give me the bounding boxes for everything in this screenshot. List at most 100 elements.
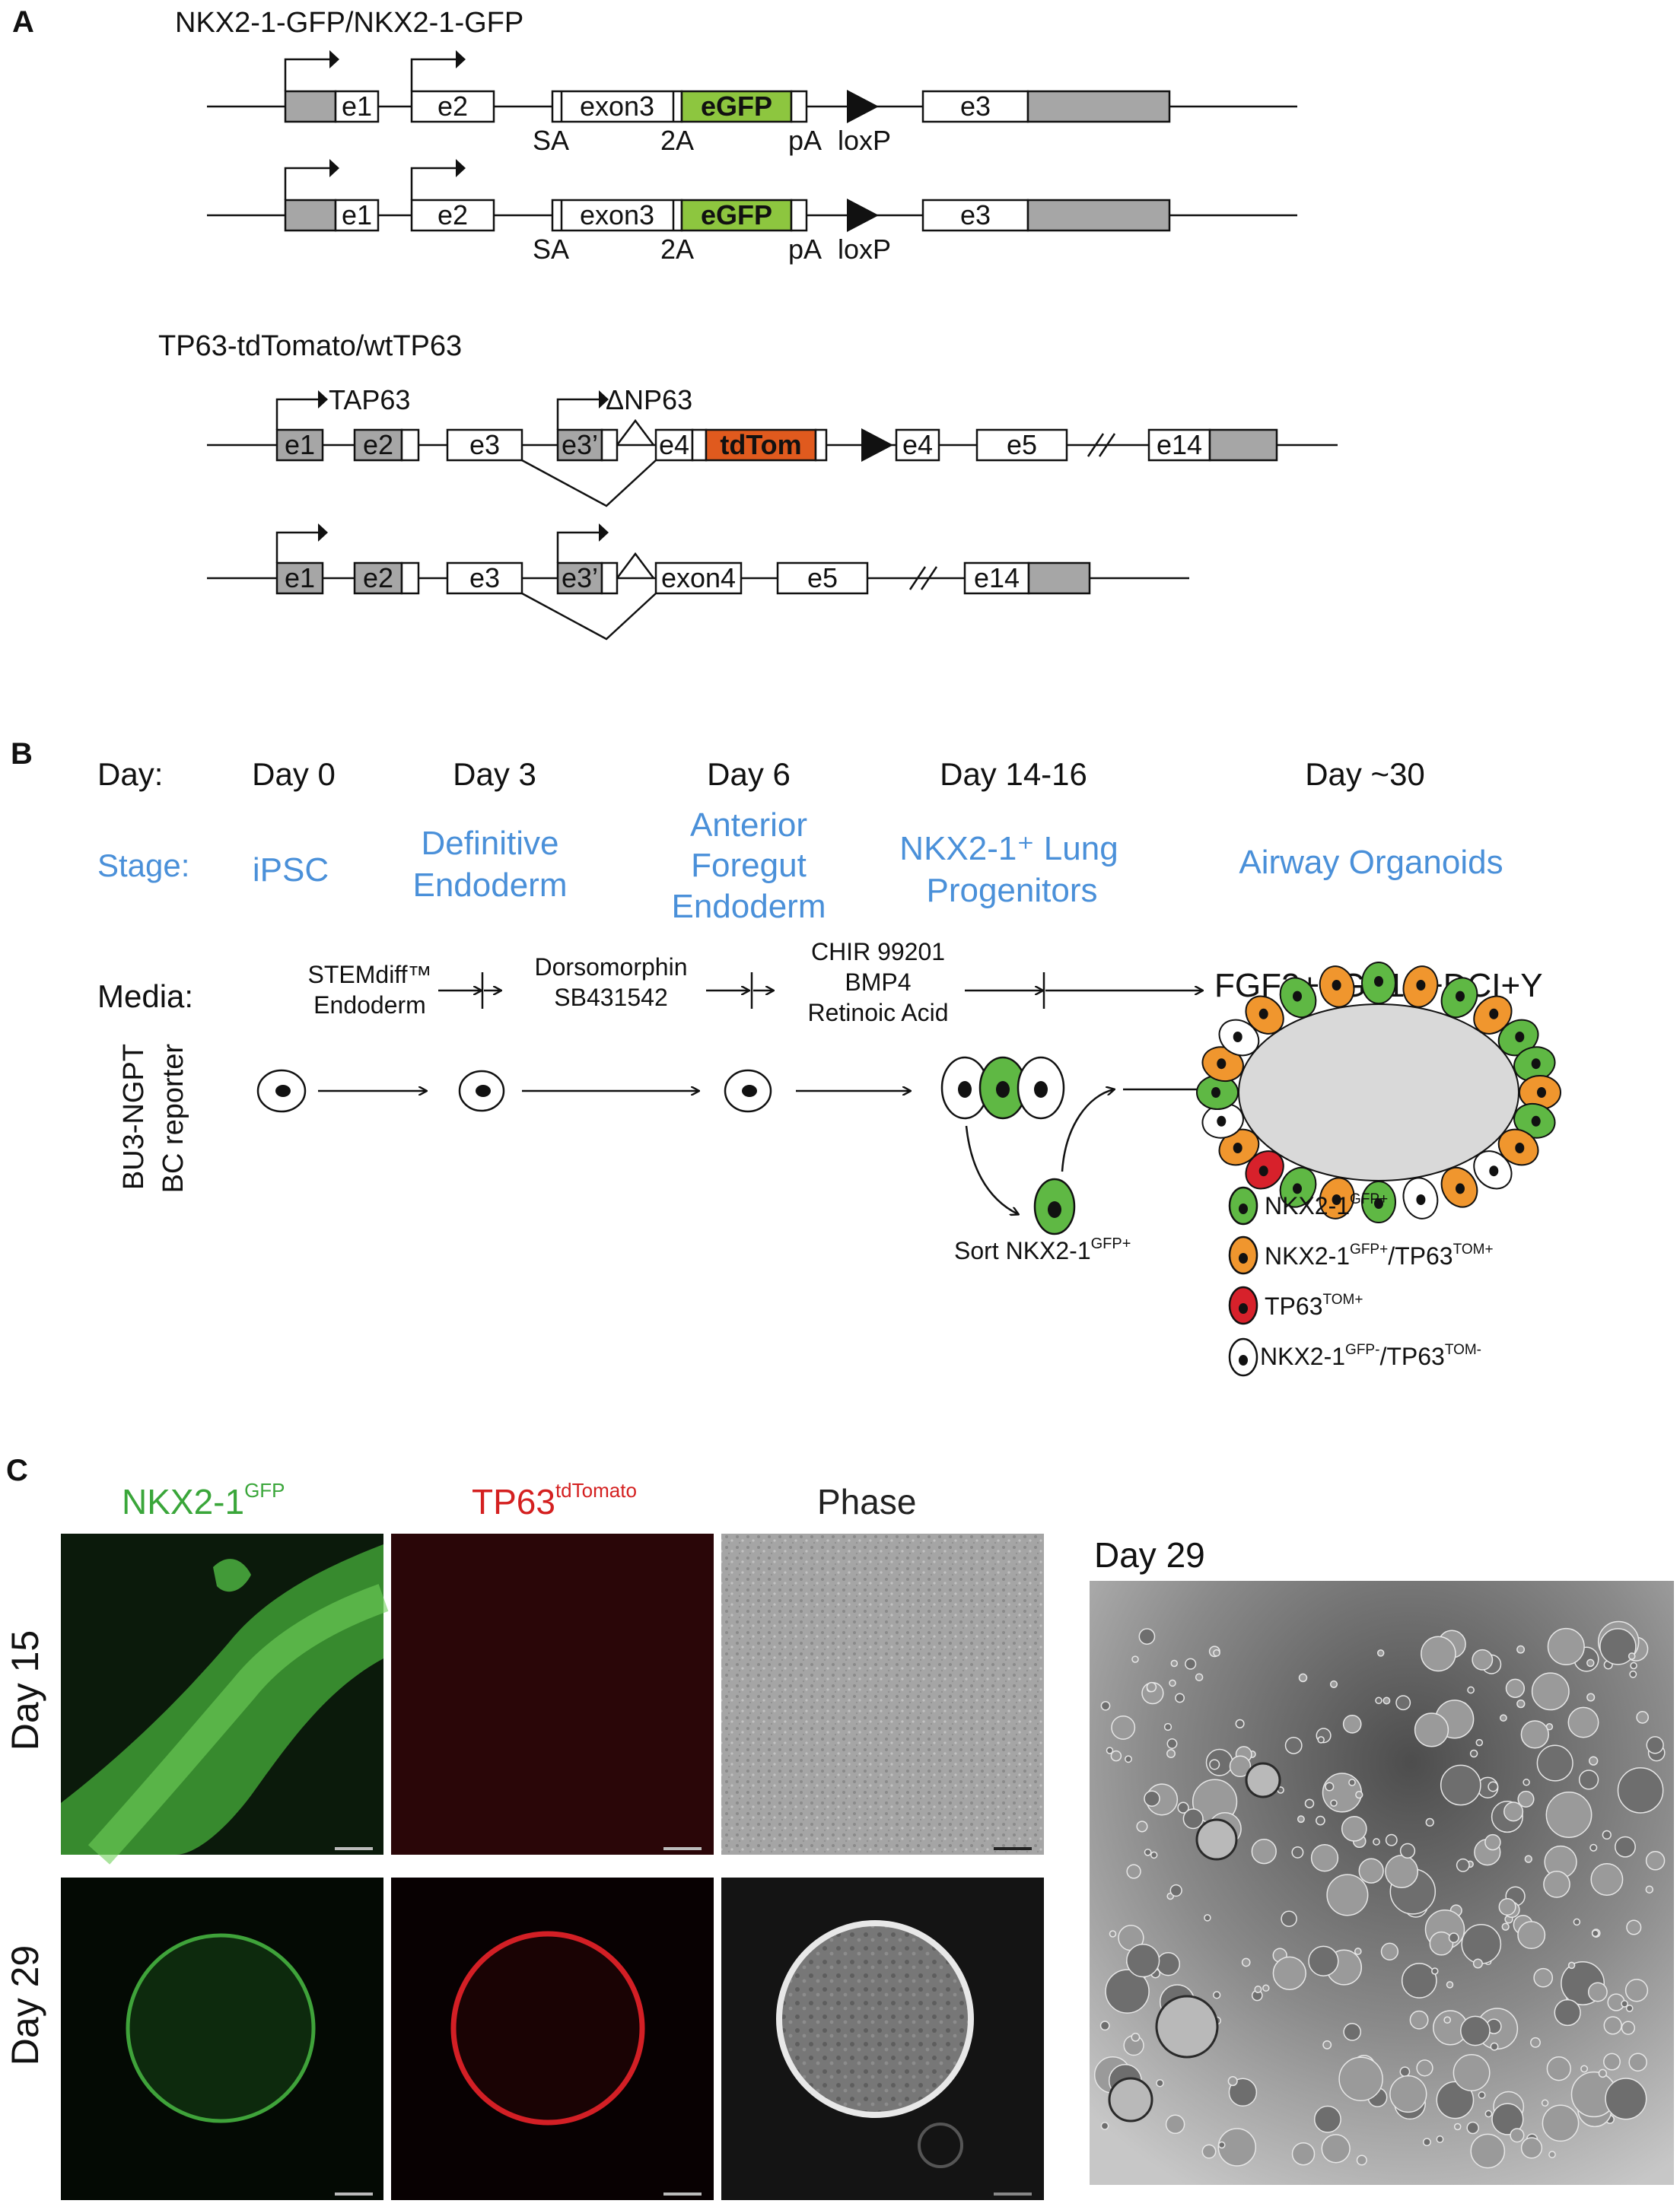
break-mark <box>908 566 938 590</box>
organoid-sphere <box>1478 2091 1486 2099</box>
pa-label: pA <box>788 125 822 156</box>
organoid-sphere <box>1235 1719 1245 1728</box>
break-mark <box>1087 433 1116 457</box>
organoid-sphere <box>1330 1799 1338 1807</box>
organoid-sphere <box>1395 1695 1411 1711</box>
utr-box <box>284 90 337 123</box>
organoid-sphere <box>1281 1910 1297 1927</box>
organoid-sphere <box>1110 1750 1122 1762</box>
stage-airway-organoids: Airway Organoids <box>1239 844 1503 881</box>
organoid-sphere <box>1548 2151 1556 2158</box>
organoid-sphere <box>1341 1816 1367 1842</box>
organoid-sphere <box>1630 1661 1637 1670</box>
organoid-sphere <box>1456 1858 1470 1872</box>
organoid-sphere <box>1389 2075 1427 2113</box>
organoid-sphere <box>1470 2133 1506 2169</box>
organoid-sphere <box>1105 1969 1150 2014</box>
organoid-sphere <box>1602 1830 1612 1840</box>
promoter-arrowhead <box>599 390 609 409</box>
promoter-arrow <box>284 167 329 200</box>
utr-box <box>1027 561 1091 595</box>
organoid-sphere <box>1165 2114 1185 2135</box>
nucleus <box>1416 980 1426 991</box>
legend-item-gfp: NKX2-1GFP+ <box>1228 1186 1388 1226</box>
organoid-sphere <box>1466 2121 1479 2135</box>
organoid-sphere <box>1228 2078 1258 2107</box>
organoid-phase <box>776 1920 974 2118</box>
organoid-sphere <box>1125 1755 1132 1763</box>
organoid-sphere <box>1416 2059 1433 2077</box>
organoid-sphere-large <box>1245 1762 1281 1798</box>
organoid-sphere <box>1516 1699 1526 1709</box>
organoid-sphere <box>1229 1755 1252 1778</box>
micrograph-day15-gfp <box>61 1534 389 1865</box>
egfp-label: eGFP <box>701 199 772 231</box>
organoid-sphere <box>1460 2015 1491 2046</box>
legend-item-tom: TP63TOM+ <box>1228 1286 1363 1325</box>
egfp-box <box>680 199 793 232</box>
cell-progression <box>256 1056 1234 1235</box>
debris <box>918 2123 963 2168</box>
nucleus <box>1258 1008 1268 1019</box>
organoid-sphere <box>1355 1791 1363 1799</box>
egfp-label: eGFP <box>701 91 772 122</box>
media-chir-line2: BMP4 <box>845 968 911 996</box>
organoid-sphere <box>1429 1931 1454 1956</box>
reporter-label-line2: BC reporter <box>158 1044 189 1194</box>
organoid-sphere <box>1536 1744 1573 1782</box>
utr-box <box>1026 199 1171 232</box>
exon-e3-label: e3 <box>469 429 500 460</box>
organoid-sphere <box>1310 1844 1339 1872</box>
organoid-sphere <box>1182 1808 1204 1830</box>
legend-label: NKX2-1GFP+ <box>1265 1191 1388 1219</box>
loxp-label: loxP <box>838 125 891 156</box>
image-background <box>391 1534 714 1855</box>
organoid-sphere <box>1100 1700 1111 1711</box>
promoter-arrowhead <box>329 50 339 68</box>
tdtom-box <box>705 428 817 462</box>
organoid-sphere <box>1646 1736 1664 1754</box>
organoid-sphere <box>1209 1759 1220 1770</box>
micrograph-day29-gfp <box>61 1878 383 2200</box>
organoid-sphere <box>1109 1930 1117 1938</box>
nucleus <box>1515 1143 1525 1153</box>
organoid-sphere <box>1325 1782 1335 1792</box>
exon-e5 <box>776 561 869 595</box>
organoid-sphere <box>1376 1649 1385 1657</box>
organoid-sphere <box>1567 1706 1599 1738</box>
organoid-sphere <box>1598 2068 1608 2078</box>
organoid-sphere <box>1414 1712 1449 1747</box>
organoid-sphere <box>1313 2105 1341 2133</box>
dnp63-label: ΔNP63 <box>606 384 692 415</box>
organoid-sphere <box>1573 1918 1581 1926</box>
exon-e1 <box>334 90 380 123</box>
tdtom-label: tdTom <box>720 429 801 460</box>
media-chir-line3: Retinoic Acid <box>808 999 949 1026</box>
organoid-sphere <box>1469 1749 1478 1758</box>
exon-e3-prime-coding <box>600 428 619 462</box>
nucleus <box>1374 976 1383 987</box>
exon4-label: exon4 <box>661 562 736 593</box>
micrograph-day15-phase <box>721 1534 1044 1855</box>
organoid-sphere <box>1111 1715 1136 1740</box>
organoid-sphere <box>1338 2056 1383 2101</box>
organoid-sphere <box>1547 1627 1585 1665</box>
day-30-label: Day ~30 <box>1305 756 1425 792</box>
nucleus <box>1239 1204 1248 1214</box>
nucleus <box>1048 1201 1061 1218</box>
stage-ipsc: iPSC <box>253 851 329 889</box>
organoid-sphere <box>1490 2042 1499 2051</box>
loxp-triangle <box>847 199 879 232</box>
exon-e3-prime <box>556 561 603 595</box>
nucleus <box>1211 1087 1220 1098</box>
exon-e2 <box>410 90 495 123</box>
organoid-sphere <box>1204 1914 1211 1922</box>
sa-label: SA <box>533 234 569 265</box>
organoid-sphere <box>1254 1986 1262 1993</box>
organoid-sphere <box>1531 1672 1570 1711</box>
stage-de-line1: Definitive <box>422 825 559 862</box>
organoid-sphere <box>1150 1851 1158 1859</box>
exon-e3 <box>446 428 523 462</box>
exon-e4-label: e4 <box>659 429 689 460</box>
organoid-sphere <box>1304 1798 1315 1808</box>
